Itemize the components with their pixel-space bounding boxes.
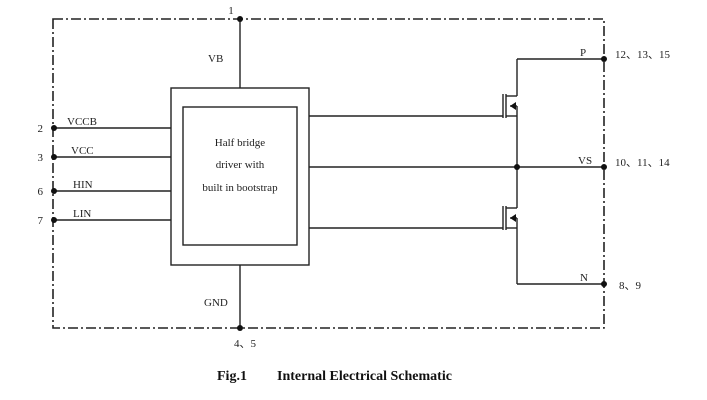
n-label: N [580, 272, 588, 284]
gnd-label: GND [204, 297, 228, 309]
pin-4-5-number: 4、5 [234, 338, 256, 350]
p-label: P [580, 47, 586, 59]
left-pin-vccb: 2 VCCB [38, 116, 171, 135]
vs-label: VS [578, 155, 592, 167]
pin-2-number: 2 [38, 123, 44, 135]
left-pin-vcc: 3 VCC [38, 145, 171, 164]
low-side-mosfet [502, 167, 518, 284]
pin-p-terminal [601, 56, 607, 62]
block-text-line-2: driver with [216, 159, 265, 171]
vcc-label: VCC [71, 145, 94, 157]
figure-number: Fig.1 [217, 369, 247, 384]
pin-1-number: 1 [228, 5, 234, 17]
vb-label: VB [208, 53, 223, 65]
block-text-line-3: built in bootstrap [202, 182, 278, 194]
vccb-label: VCCB [67, 116, 97, 128]
pin-n-terminal [601, 281, 607, 287]
left-pin-hin: 6 HIN [38, 179, 171, 198]
pin-vs-terminal [601, 164, 607, 170]
body-diode-arrow-icon [510, 102, 516, 110]
vs-junction [514, 164, 520, 170]
pin-p-number: 12、13、15 [615, 49, 670, 61]
high-side-mosfet [502, 59, 518, 167]
pin-n-number: 8、9 [619, 280, 641, 292]
pin-3-number: 3 [38, 152, 44, 164]
pin-vs-number: 10、11、14 [615, 157, 670, 169]
hin-label: HIN [73, 179, 93, 191]
pin-7-number: 7 [38, 215, 44, 227]
body-diode-arrow-icon [510, 214, 516, 222]
left-pin-lin: 7 LIN [38, 208, 171, 227]
lin-label: LIN [73, 208, 91, 220]
pin-4-5-terminal [237, 325, 243, 331]
block-text-line-1: Half bridge [215, 137, 266, 149]
driver-block-inner [182, 106, 298, 246]
pin-1-terminal [237, 16, 243, 22]
package-boundary [52, 18, 605, 329]
figure-title: Internal Electrical Schematic [277, 369, 452, 384]
driver-block-outer [170, 87, 310, 266]
pin-6-number: 6 [38, 186, 44, 198]
